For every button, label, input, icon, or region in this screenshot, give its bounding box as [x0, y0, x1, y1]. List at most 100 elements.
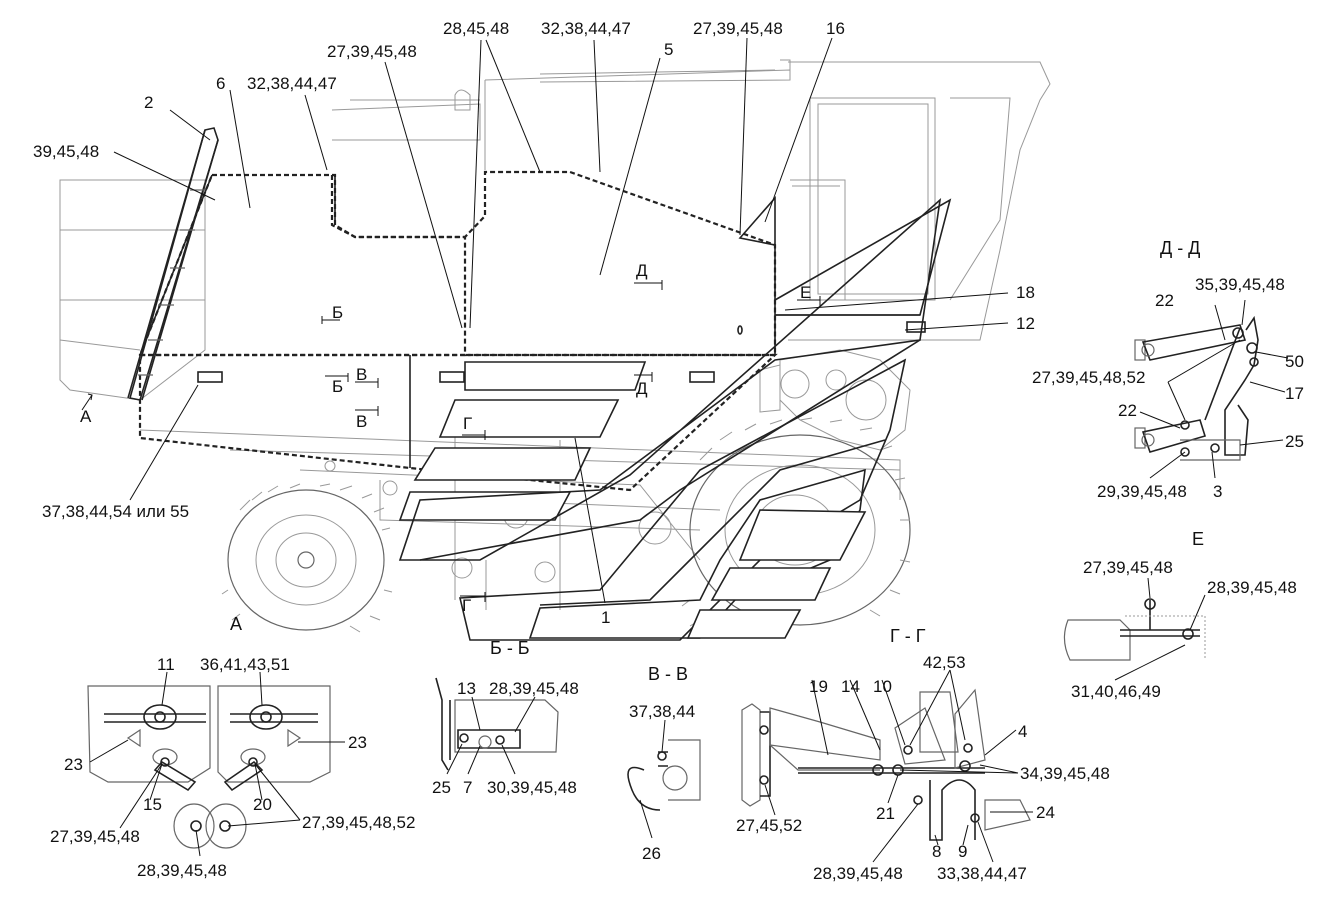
panel-lower — [138, 353, 778, 492]
part-label: 28,39,45,48 — [1207, 578, 1297, 597]
part-label: 31,40,46,49 — [1071, 682, 1161, 701]
section-letter: Г — [462, 596, 471, 615]
part-label: 17 — [1285, 384, 1304, 403]
part-label: 42,53 — [923, 653, 966, 672]
part-label: 37,38,44 — [629, 702, 695, 721]
panel-6 — [138, 173, 467, 357]
part-label: 50 — [1285, 352, 1304, 371]
part-label: 4 — [1018, 722, 1027, 741]
part-label: 24 — [1036, 803, 1055, 822]
part-label: 5 — [664, 40, 673, 59]
panel-5 — [330, 170, 777, 357]
section-letter: Д — [636, 261, 648, 280]
plate-1e — [738, 509, 867, 561]
part-label: 2 — [144, 93, 153, 112]
plate-1-lower — [459, 358, 907, 641]
ladder-2 — [128, 127, 219, 401]
view-title-bb: Б - Б — [490, 638, 530, 658]
part-label: 32,38,44,47 — [247, 74, 337, 93]
part-label: 23 — [348, 733, 367, 752]
view-gg-labels: 42,53 19 14 10 4 34,39,45,48 27,45,52 21… — [736, 653, 1110, 883]
view-bb — [435, 677, 559, 775]
section-letter: Г — [463, 414, 472, 433]
view-title-gg: Г - Г — [890, 626, 926, 646]
part-label: 19 — [809, 677, 828, 696]
view-title-e: Е — [1192, 529, 1204, 549]
slot-c — [689, 371, 715, 383]
part-label: 23 — [64, 755, 83, 774]
part-label: 34,39,45,48 — [1020, 764, 1110, 783]
part-label: 30,39,45,48 — [487, 778, 577, 797]
plate-1-outer — [398, 197, 942, 561]
section-letter: В — [356, 412, 367, 431]
part-label: 35,39,45,48 — [1195, 275, 1285, 294]
section-letters: А Б Б В В Г Г Д Д Е — [80, 261, 811, 615]
part-label: 26 — [642, 844, 661, 863]
part-label: 3 — [1213, 482, 1222, 501]
view-vv-labels: 37,38,44 26 — [629, 702, 695, 863]
part-label: 25 — [432, 778, 451, 797]
part-label: 27,45,52 — [736, 816, 802, 835]
plate-1a — [464, 361, 647, 391]
part-label: 28,39,45,48 — [813, 864, 903, 883]
view-titles: Д - Д Е А Б - Б В - В Г - Г — [230, 238, 1204, 684]
dd-bar-22a — [1141, 324, 1247, 361]
view-gg — [741, 669, 1033, 863]
view-e — [1063, 577, 1206, 681]
view-title-vv: В - В — [648, 664, 688, 684]
part-label: 27,39,45,48 — [693, 19, 783, 38]
view-dd — [1134, 299, 1289, 479]
slot-a — [197, 371, 223, 383]
part-label: 14 — [841, 677, 860, 696]
view-dd-labels: 22 35,39,45,48 50 27,39,45,48,52 17 22 2… — [1032, 275, 1304, 501]
view-title-dd: Д - Д — [1160, 238, 1200, 258]
plate-1b — [438, 399, 620, 438]
section-letter: В — [356, 365, 367, 384]
leader-lines-main — [113, 37, 1009, 604]
part-label: 7 — [463, 778, 472, 797]
part-label: 39,45,48 — [33, 142, 99, 161]
part-label: 10 — [873, 677, 892, 696]
view-vv — [627, 719, 701, 839]
panel-16 — [738, 195, 776, 246]
part-label: 1 — [601, 608, 610, 627]
part-label: 28,39,45,48 — [489, 679, 579, 698]
part-label: 6 — [216, 74, 225, 93]
part-label: 11 — [157, 655, 175, 674]
part-label: 28,39,45,48 — [137, 861, 227, 880]
part-label: 21 — [876, 804, 895, 823]
view-e-labels: 27,39,45,48 28,39,45,48 31,40,46,49 — [1071, 558, 1297, 701]
part-label: 25 — [1285, 432, 1304, 451]
section-arrows — [81, 280, 821, 602]
front-wheel — [689, 434, 911, 626]
part-label: 13 — [457, 679, 476, 698]
slot-b — [439, 371, 465, 383]
part-label: 22 — [1118, 401, 1137, 420]
rear-wheel — [227, 489, 385, 631]
section-letter: Е — [800, 283, 811, 302]
main-labels: 2 6 39,45,48 32,38,44,47 27,39,45,48 28,… — [33, 19, 1035, 627]
plate-1c — [413, 447, 592, 481]
part-label: 33,38,44,47 — [937, 864, 1027, 883]
section-letter: Б — [332, 303, 343, 322]
section-letter: Д — [636, 379, 648, 398]
view-a — [87, 671, 345, 857]
dd-bracket-17 — [1224, 315, 1259, 456]
side-panels — [127, 127, 952, 641]
part-label: 32,38,44,47 — [541, 19, 631, 38]
part-label: 27,39,45,48,52 — [302, 813, 415, 832]
part-label: 28,45,48 — [443, 19, 509, 38]
section-letter: Б — [332, 377, 343, 396]
part-label: 27,39,45,48,52 — [1032, 368, 1145, 387]
part-label: 27,39,45,48 — [1083, 558, 1173, 577]
part-label: 20 — [253, 795, 272, 814]
plate-1f — [710, 567, 832, 601]
part-label: 18 — [1016, 283, 1035, 302]
plate-1g — [686, 609, 802, 639]
part-label: 27,39,45,48 — [50, 827, 140, 846]
view-a-labels: 11 36,41,43,51 23 23 15 20 27,39,45,48 2… — [50, 655, 415, 880]
part-label: 9 — [958, 842, 967, 861]
part-label: 22 — [1155, 291, 1174, 310]
